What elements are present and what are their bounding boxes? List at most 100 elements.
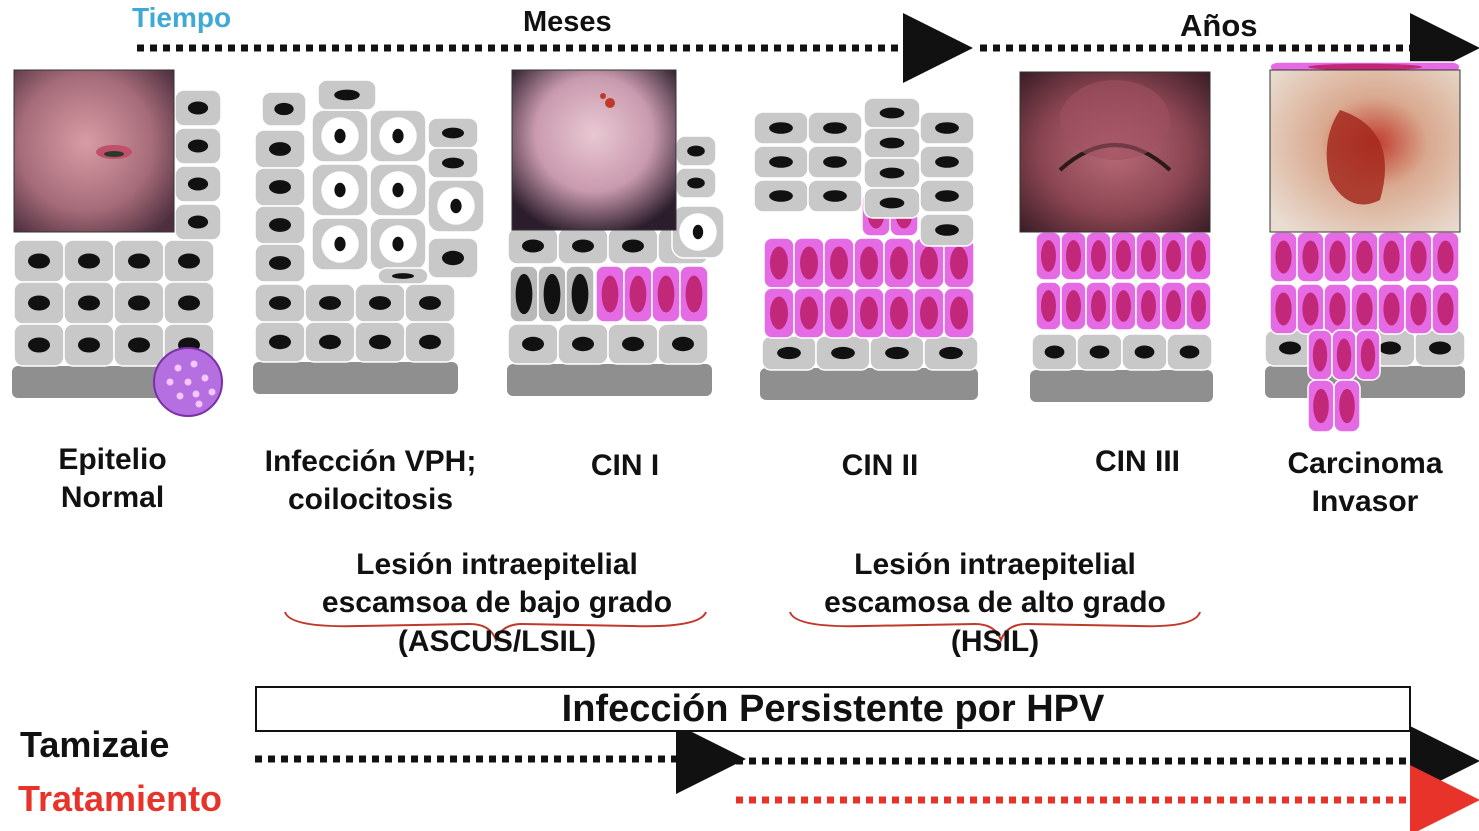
virus-capsomere xyxy=(195,400,203,408)
koilocyte-cell xyxy=(671,205,725,259)
normal-cell xyxy=(863,127,921,159)
dysplastic-cell xyxy=(1333,379,1361,433)
koilocyte-cell xyxy=(369,163,427,217)
dysplastic-cell xyxy=(1404,231,1433,283)
dysplastic-cell xyxy=(1323,231,1352,283)
normal-cell xyxy=(1166,333,1213,371)
normal-cell xyxy=(427,237,479,279)
normal-cell xyxy=(607,323,659,365)
dysplastic-cell xyxy=(1135,281,1162,331)
virus-capsomere xyxy=(174,364,182,372)
normal-cell xyxy=(13,323,65,367)
normal-cell xyxy=(354,321,406,363)
lesion-label-line: Lesión intraepitelial xyxy=(356,548,638,581)
normal-cell xyxy=(404,321,456,363)
low-grade-lesion-label: Lesión intraepitelial escamsoa de bajo g… xyxy=(262,546,732,661)
virus-capsomere xyxy=(176,392,184,400)
normal-cell xyxy=(304,321,356,363)
virus-capsomere xyxy=(192,390,200,398)
virus-capsomere xyxy=(166,378,174,386)
normal-cell xyxy=(657,323,709,365)
dysplastic-cell xyxy=(1269,283,1298,335)
normal-cell xyxy=(815,335,871,371)
dysplastic-cell xyxy=(793,237,825,289)
normal-cell xyxy=(174,89,222,127)
normal-cell xyxy=(753,145,809,179)
dysplastic-cell xyxy=(913,287,945,339)
dysplastic-cell xyxy=(651,265,681,323)
normal-cell xyxy=(254,243,306,283)
normal-cell xyxy=(163,281,215,325)
normal-cell xyxy=(557,227,609,265)
stage-label-line: Normal xyxy=(60,481,165,515)
stage-label-line: coilocitosis xyxy=(287,483,454,517)
normal-cell xyxy=(753,111,809,145)
lesion-label-line: escamosa de alto grado xyxy=(824,586,1166,620)
normal-cell xyxy=(174,165,222,203)
normal-cell xyxy=(63,323,115,367)
normal-cell xyxy=(807,145,863,179)
dysplastic-cell xyxy=(883,287,915,339)
normal-cell xyxy=(1031,333,1078,371)
dysplastic-cell xyxy=(1355,329,1381,381)
atypical-cell xyxy=(509,265,539,323)
dysplastic-cell xyxy=(763,287,795,339)
normal-cell xyxy=(354,283,406,323)
dysplastic-cell xyxy=(943,287,975,339)
atypical-cell xyxy=(537,265,567,323)
normal-cell xyxy=(404,283,456,323)
normal-cell xyxy=(377,267,429,285)
dysplastic-cell xyxy=(853,237,885,289)
dysplastic-cell xyxy=(1431,283,1460,335)
dysplastic-cell xyxy=(1185,231,1212,281)
stage-label-line: Infección VPH; xyxy=(264,445,477,478)
virus-capsomere xyxy=(208,388,216,396)
dysplastic-cell xyxy=(1350,231,1379,283)
dysplastic-cell xyxy=(823,287,855,339)
dysplastic-cell xyxy=(679,265,709,323)
normal-cell xyxy=(863,97,921,129)
stage-label-line: Invasor xyxy=(1311,485,1419,519)
dysplastic-cell xyxy=(1350,283,1379,335)
dysplastic-cell xyxy=(883,237,915,289)
dysplastic-cell xyxy=(763,237,795,289)
dysplastic-cell xyxy=(1035,231,1062,281)
normal-cell xyxy=(807,111,863,145)
tamizaje-label: Tamizaie xyxy=(20,724,170,765)
virus-capsomere xyxy=(201,374,209,382)
dysplastic-cell xyxy=(1323,283,1352,335)
normal-cell xyxy=(254,205,306,245)
stage-label-line: CIN I xyxy=(590,449,660,482)
tiempo-label: Tiempo xyxy=(132,2,232,33)
dysplastic-cell xyxy=(1404,283,1433,335)
normal-cell xyxy=(675,135,717,167)
stage-label-line: Epitelio xyxy=(58,443,167,476)
normal-cell xyxy=(427,117,479,149)
normal-cell xyxy=(1264,329,1316,367)
normal-cell xyxy=(254,321,306,363)
dysplastic-cell xyxy=(1060,231,1087,281)
lesion-label-line: (HSIL) xyxy=(950,624,1040,658)
stage-label-cin2: CIN II xyxy=(810,447,950,485)
dysplastic-cell xyxy=(1135,231,1162,281)
persistent-infection-box: Infección Persistente por HPV xyxy=(255,686,1411,732)
normal-cell xyxy=(919,179,975,213)
virus-capsomere xyxy=(190,360,198,368)
stage-label-normal: Epitelio Normal xyxy=(10,441,215,518)
dysplastic-cell xyxy=(1160,231,1187,281)
dysplastic-cell xyxy=(1085,281,1112,331)
normal-cell xyxy=(427,147,479,179)
normal-cell xyxy=(1076,333,1123,371)
dysplastic-cell xyxy=(1307,329,1333,381)
stage-label-hpv: Infección VPH; coilocitosis xyxy=(228,443,513,520)
dysplastic-cell xyxy=(1035,281,1062,331)
normal-cell xyxy=(13,239,65,283)
lesion-label-line: Lesión intraepitelial xyxy=(854,548,1136,581)
dysplastic-cell xyxy=(1377,231,1406,283)
normal-cell xyxy=(113,323,165,367)
meses-label: Meses xyxy=(523,6,612,38)
normal-cell xyxy=(304,283,356,323)
dysplastic-cell xyxy=(853,287,885,339)
